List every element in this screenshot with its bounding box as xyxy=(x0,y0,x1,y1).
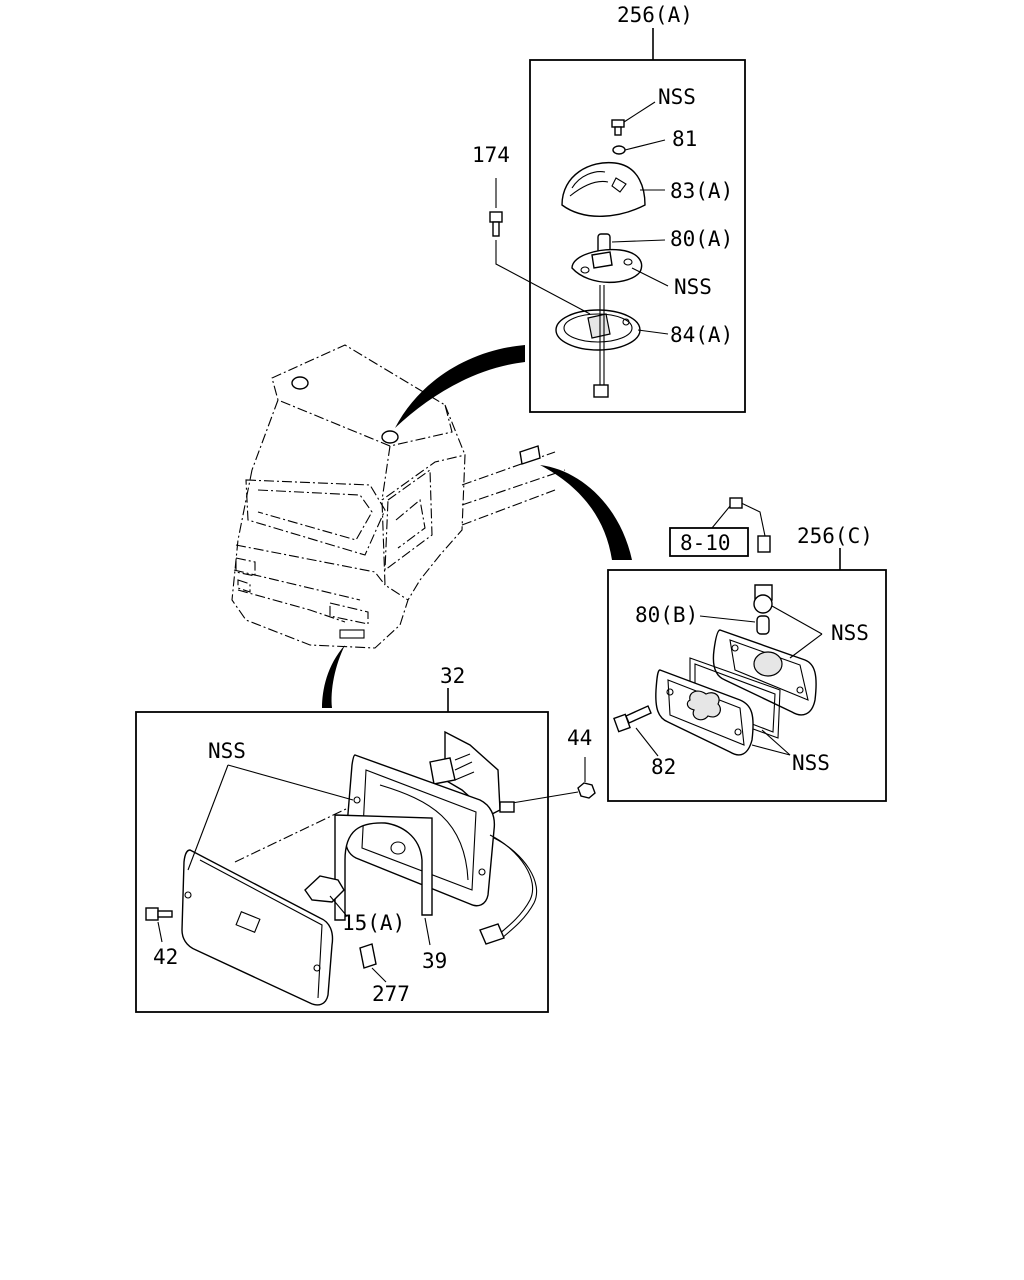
label-a-screw: NSS xyxy=(658,85,696,109)
label-82: 82 xyxy=(651,755,676,779)
ref-8-10 xyxy=(669,497,771,557)
label-277: 277 xyxy=(372,982,410,1006)
box-256c xyxy=(607,548,887,802)
pointer-arcs xyxy=(322,345,632,708)
label-ref-page: 8-10 xyxy=(680,531,731,555)
label-b-housing: NSS xyxy=(208,739,246,763)
label-83a: 83(A) xyxy=(670,179,733,203)
label-44: 44 xyxy=(567,726,592,750)
label-15a: 15(A) xyxy=(342,911,405,935)
nut-44 xyxy=(511,757,596,804)
label-42: 42 xyxy=(153,945,178,969)
label-84a: 84(A) xyxy=(670,323,733,347)
box-256a xyxy=(529,28,746,413)
label-256a: 256(A) xyxy=(617,3,693,27)
label-256c: 256(C) xyxy=(797,524,873,548)
callout-labels: 256(A) NSS 81 83(A) 80(A) NSS 84(A) 174 … xyxy=(153,3,873,1006)
label-32: 32 xyxy=(440,664,465,688)
bolt-174 xyxy=(489,178,591,315)
label-80b: 80(B) xyxy=(635,603,698,627)
box-32 xyxy=(135,688,549,1013)
truck-cab-drawing xyxy=(231,344,566,649)
label-174: 174 xyxy=(472,143,510,167)
label-a-socket: NSS xyxy=(674,275,712,299)
label-c-lens: NSS xyxy=(792,751,830,775)
label-39: 39 xyxy=(422,949,447,973)
label-80a: 80(A) xyxy=(670,227,733,251)
label-81: 81 xyxy=(672,127,697,151)
label-c-socket: NSS xyxy=(831,621,869,645)
